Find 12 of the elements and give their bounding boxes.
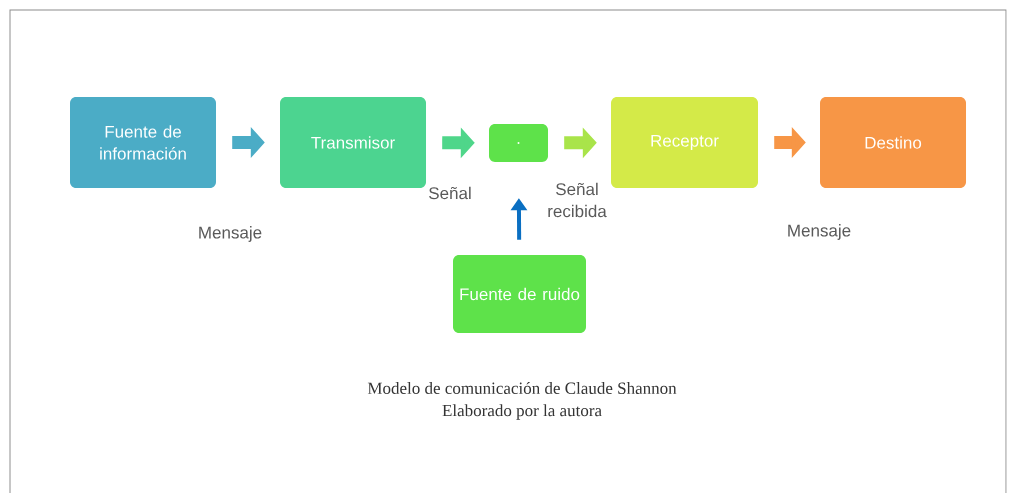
caption: Elaborado por la autora [442,404,602,420]
process-box: . [489,124,548,162]
text-label: Señal [429,186,471,200]
text-label: Señal recibida [548,182,607,218]
caption: Modelo de comunicación de Claude Shannon [367,382,677,394]
process-box: Destino [820,97,966,188]
process-box: Receptor [611,97,758,188]
process-box: Fuente de información [70,97,216,188]
process-box: Transmisor [280,97,426,188]
process-box: Fuente de ruido [453,255,586,333]
text-label: Mensaje [199,226,262,242]
text-label: Mensaje [788,224,851,240]
